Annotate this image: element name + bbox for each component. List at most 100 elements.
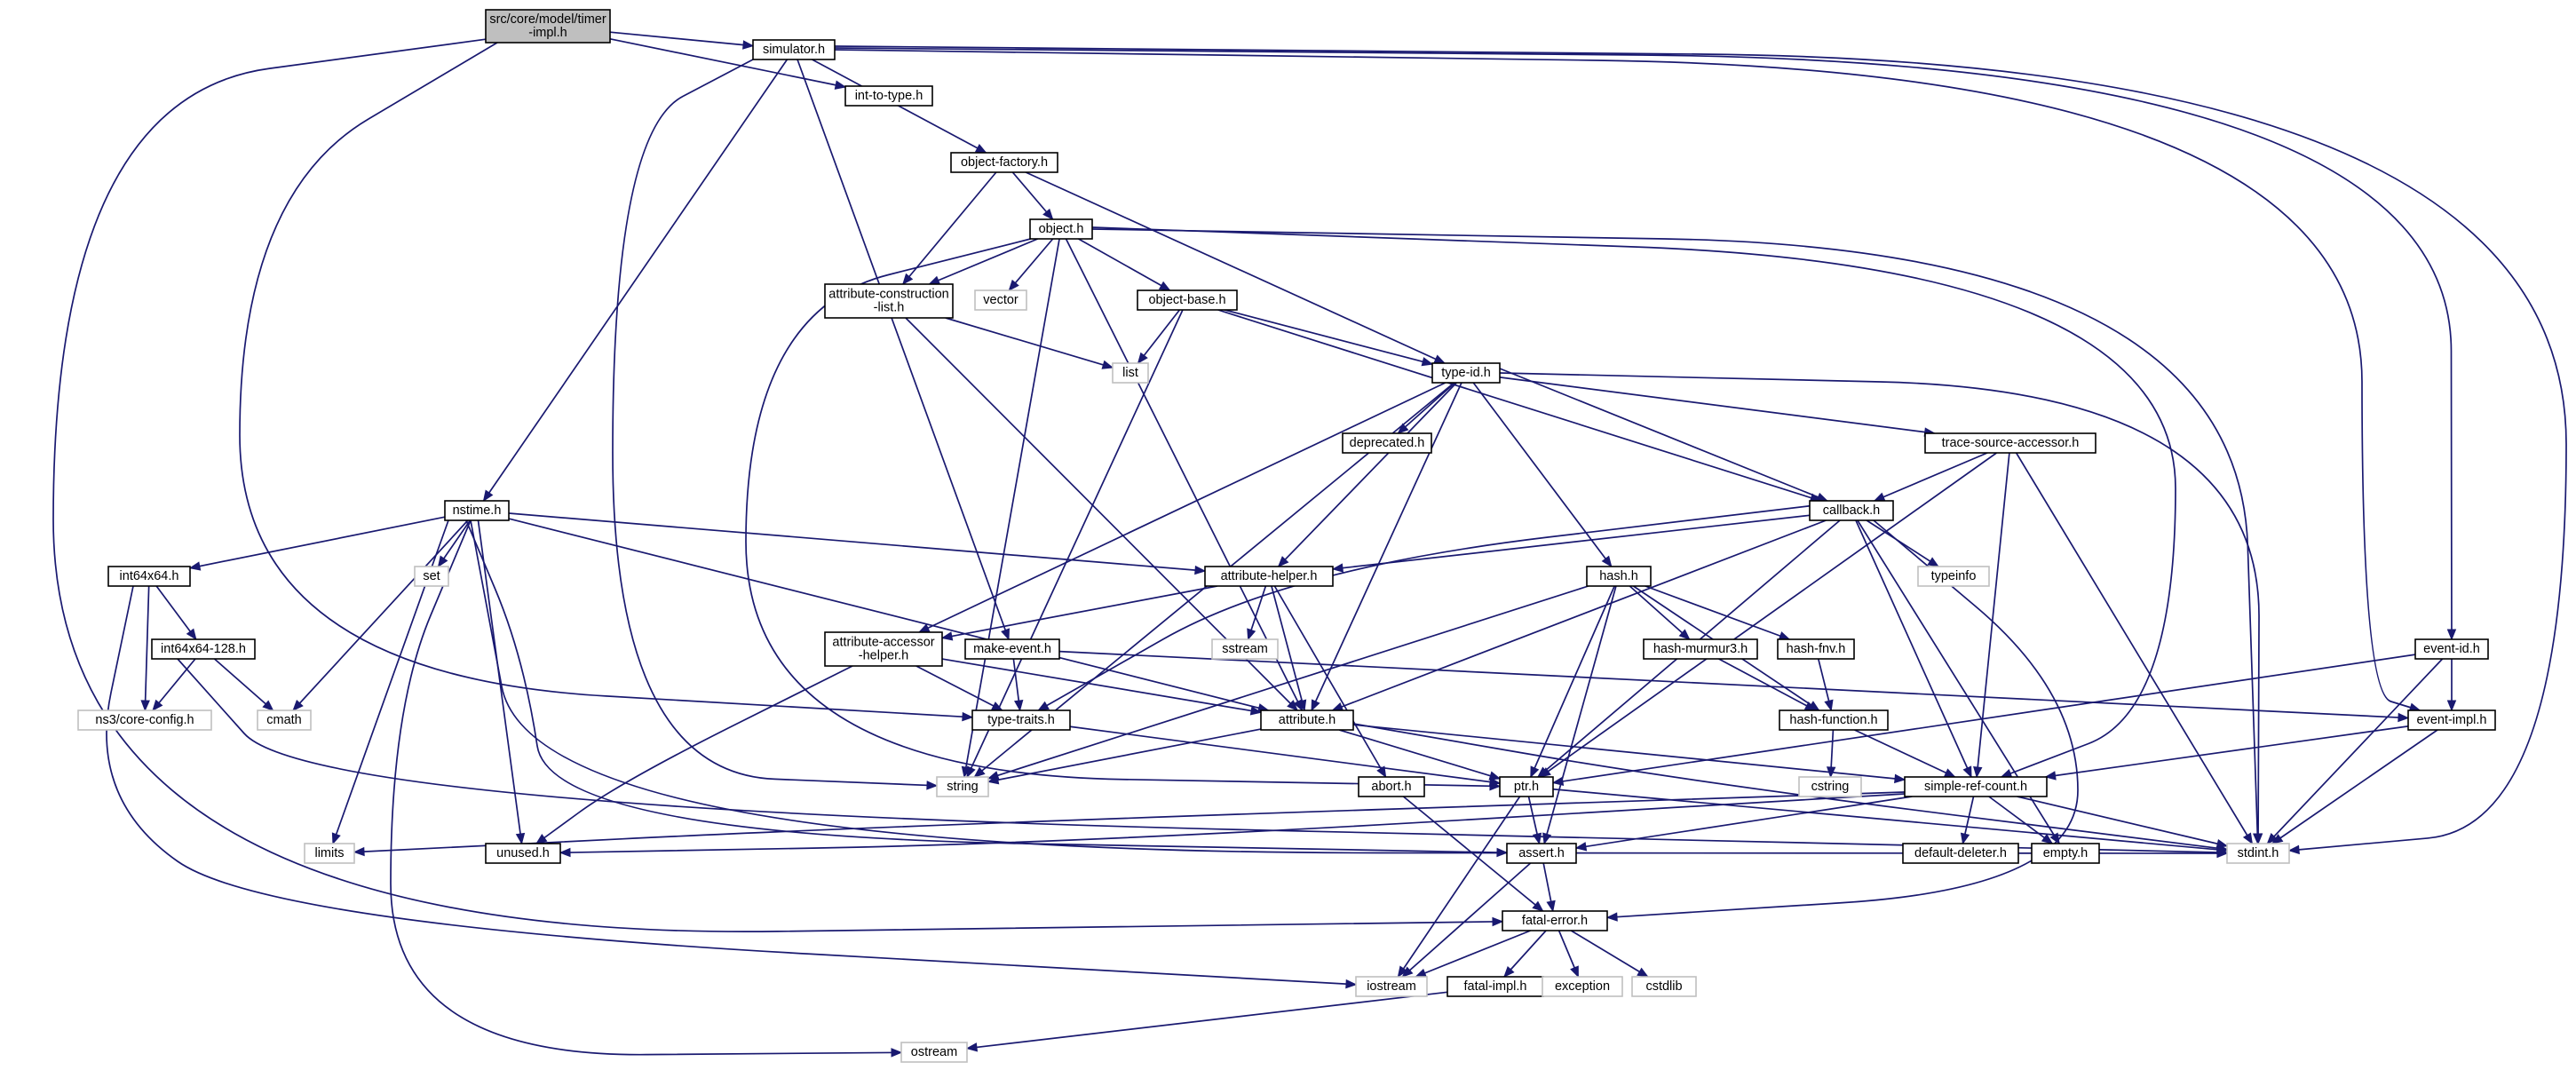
edge-attribute-accessor-helper-to-type-traits xyxy=(915,665,1003,711)
node-box xyxy=(1137,289,1238,311)
node-default-deleter[interactable]: default-deleter.h xyxy=(1902,843,2019,864)
edge-nstime-to-set xyxy=(437,519,472,568)
node-box xyxy=(1798,776,1862,797)
arrow-head-icon xyxy=(973,766,986,778)
node-empty[interactable]: empty.h xyxy=(2031,843,2100,864)
edge-fatal-error-to-cstdlib xyxy=(1570,930,1649,978)
node-attribute-helper[interactable]: attribute-helper.h xyxy=(1204,566,1334,587)
edge-int64x64-to-ns3-core-config xyxy=(140,585,150,712)
edge-line xyxy=(477,519,523,844)
node-hash-murmur3[interactable]: hash-murmur3.h xyxy=(1643,638,1758,660)
node-typeinfo: typeinfo xyxy=(1917,566,1990,587)
node-label: ostream xyxy=(911,1045,957,1059)
node-label: int64x64.h xyxy=(120,569,179,583)
node-object-base[interactable]: object-base.h xyxy=(1137,289,1238,311)
edge-abort-to-fatal-error xyxy=(1402,796,1544,912)
node-box xyxy=(1260,709,1354,731)
edge-event-impl-to-simple-ref-count xyxy=(2044,725,2409,781)
arrow-head-icon xyxy=(1960,832,1970,845)
node-deprecated[interactable]: deprecated.h xyxy=(1342,432,1432,454)
node-make-event[interactable]: make-event.h xyxy=(964,638,1060,660)
node-box xyxy=(1431,362,1501,384)
edge-attribute-helper-to-sstream xyxy=(1247,585,1267,641)
node-ns3-core-config: ns3/core-config.h xyxy=(77,709,212,731)
node-label: attribute-helper.h xyxy=(1221,569,1318,583)
node-attribute-construction-list[interactable]: attribute-construction-list.h xyxy=(824,283,954,319)
edge-line xyxy=(353,791,1906,853)
node-hash-fnv[interactable]: hash-fnv.h xyxy=(1777,638,1855,660)
node-abort[interactable]: abort.h xyxy=(1358,776,1425,797)
node-int64x64-128[interactable]: int64x64-128.h xyxy=(151,638,256,660)
node-type-id[interactable]: type-id.h xyxy=(1431,362,1501,384)
node-event-id[interactable]: event-id.h xyxy=(2414,638,2489,660)
node-sstream: sstream xyxy=(1211,638,1279,660)
node-box xyxy=(950,152,1058,173)
node-object[interactable]: object.h xyxy=(1029,218,1093,240)
edge-line xyxy=(966,309,1184,778)
edge-line xyxy=(941,658,1262,714)
arrow-head-icon xyxy=(1277,556,1289,567)
edge-fatal-impl-to-ostream xyxy=(965,991,1448,1052)
node-object-factory[interactable]: object-factory.h xyxy=(950,152,1058,173)
node-nstime[interactable]: nstime.h xyxy=(444,500,510,521)
edge-type-id-to-hash xyxy=(1472,382,1613,568)
edge-line xyxy=(745,238,1501,788)
node-assert[interactable]: assert.h xyxy=(1506,843,1577,864)
node-fatal-impl[interactable]: fatal-impl.h xyxy=(1447,976,1544,997)
node-attribute-accessor-helper[interactable]: attribute-accessor-helper.h xyxy=(824,631,943,667)
node-attribute[interactable]: attribute.h xyxy=(1260,709,1354,731)
arrow-head-icon xyxy=(1287,700,1298,711)
edge-line xyxy=(1397,382,1456,434)
arrow-head-icon xyxy=(1397,965,1408,979)
edge-attribute-to-string xyxy=(987,728,1262,785)
node-box xyxy=(1917,566,1990,587)
edge-line xyxy=(1415,930,1531,978)
edge-timer-impl-to-type-traits xyxy=(239,42,974,722)
node-label: callback.h xyxy=(1823,503,1880,518)
node-event-impl[interactable]: event-impl.h xyxy=(2407,709,2496,731)
node-label: attribute-accessor xyxy=(832,636,934,650)
node-label: int64x64-128.h xyxy=(161,642,246,656)
edge-line xyxy=(1025,171,1446,364)
node-int64x64[interactable]: int64x64.h xyxy=(107,566,191,587)
edge-line xyxy=(834,47,2453,640)
node-box xyxy=(752,39,836,60)
arrow-head-icon xyxy=(1137,352,1148,365)
node-simulator[interactable]: simulator.h xyxy=(752,39,836,60)
node-simple-ref-count[interactable]: simple-ref-count.h xyxy=(1904,776,2048,797)
node-box xyxy=(485,9,611,44)
edge-timer-impl-to-int-to-type xyxy=(609,37,847,90)
arrow-head-icon xyxy=(1433,354,1447,364)
node-set: set xyxy=(414,566,449,587)
node-label: simple-ref-count.h xyxy=(1924,780,2027,794)
node-hash-function[interactable]: hash-function.h xyxy=(1779,709,1889,731)
node-stdint: stdint.h xyxy=(2226,843,2290,864)
edge-nstime-to-int64x64 xyxy=(188,516,446,571)
node-cstring: cstring xyxy=(1798,776,1862,797)
edge-line xyxy=(1091,228,2259,844)
edge-line xyxy=(1645,585,1790,640)
node-trace-source-accessor[interactable]: trace-source-accessor.h xyxy=(1924,432,2096,454)
edge-timer-impl-to-simulator xyxy=(609,31,755,50)
node-ptr[interactable]: ptr.h xyxy=(1499,776,1554,797)
edge-nstime-to-cmath xyxy=(292,519,469,711)
node-unused[interactable]: unused.h xyxy=(485,843,561,864)
arrow-head-icon xyxy=(1824,699,1834,712)
node-fatal-error[interactable]: fatal-error.h xyxy=(1502,910,1608,931)
node-label: fatal-error.h xyxy=(1522,914,1588,928)
node-hash[interactable]: hash.h xyxy=(1586,566,1652,587)
node-type-traits[interactable]: type-traits.h xyxy=(971,709,1071,731)
node-int-to-type[interactable]: int-to-type.h xyxy=(844,85,933,107)
edge-int64x64-128-to-ns3-core-config xyxy=(152,658,196,712)
arrow-head-icon xyxy=(1927,557,1940,567)
node-timer-impl[interactable]: src/core/model/timer-impl.h xyxy=(485,9,611,44)
arrow-head-icon xyxy=(928,275,941,285)
edge-line xyxy=(1037,504,1811,711)
edge-type-traits-to-ptr xyxy=(1069,725,1502,787)
node-box xyxy=(1029,218,1093,240)
node-label: event-id.h xyxy=(2423,642,2480,656)
node-callback[interactable]: callback.h xyxy=(1809,500,1894,521)
node-label: cmath xyxy=(266,713,302,727)
edge-type-id-to-deprecated xyxy=(1397,382,1456,434)
edge-object-to-object-base xyxy=(1078,238,1171,291)
